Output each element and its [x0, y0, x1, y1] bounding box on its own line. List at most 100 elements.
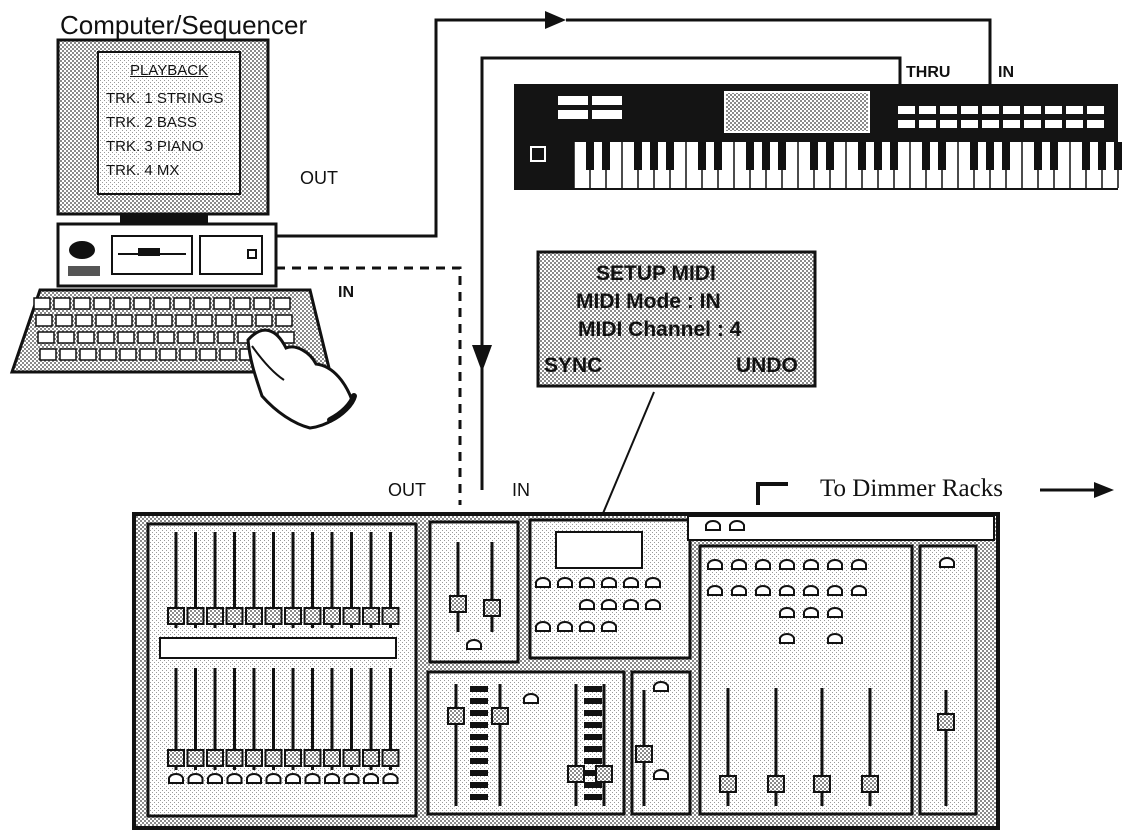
computer-key	[200, 349, 216, 360]
computer-key	[74, 298, 90, 309]
keyboard-preset-button	[1024, 120, 1041, 128]
console-button-icon	[580, 578, 594, 587]
channel-fader-bottom	[324, 750, 340, 766]
vent-icon	[68, 266, 100, 276]
channel-fader-bottom	[266, 750, 282, 766]
black-key	[650, 142, 658, 170]
submaster-fader	[862, 776, 878, 792]
computer-key	[36, 315, 52, 326]
black-key	[874, 142, 882, 170]
flash-button-icon	[325, 774, 339, 783]
computer-key	[80, 349, 96, 360]
black-key	[1050, 142, 1058, 170]
channel-fader-bottom	[383, 750, 399, 766]
master-fader-a	[450, 596, 466, 612]
midi-keyboard-illustration	[514, 84, 1122, 190]
grand-master-fader	[636, 746, 652, 762]
console-button-icon	[646, 600, 660, 609]
computer-key	[60, 349, 76, 360]
console-button-icon	[580, 600, 594, 609]
channel-fader-top	[344, 608, 360, 624]
black-key	[714, 142, 722, 170]
console-button-icon	[804, 586, 818, 595]
black-key	[1114, 142, 1122, 170]
computer-key	[220, 349, 236, 360]
flash-button-icon	[286, 774, 300, 783]
computer-key	[154, 298, 170, 309]
black-key	[922, 142, 930, 170]
display-pointer-line	[596, 392, 654, 530]
console-out-label: OUT	[388, 480, 426, 501]
console-button-icon	[558, 622, 572, 631]
flash-button-icon	[189, 774, 203, 783]
computer-key	[76, 315, 92, 326]
channel-fader-bottom	[207, 750, 223, 766]
fader-panel-left	[148, 524, 416, 816]
console-button-icon	[732, 560, 746, 569]
console-button-icon	[524, 694, 538, 703]
black-key	[858, 142, 866, 170]
keyboard-preset-button	[1087, 106, 1104, 114]
console-button-icon	[536, 622, 550, 631]
computer-in-label: IN	[338, 284, 354, 302]
computer-key	[158, 332, 174, 343]
console-button-icon	[756, 586, 770, 595]
black-key	[666, 142, 674, 170]
sync-softkey[interactable]: SYNC	[544, 354, 602, 378]
crossfade-fader-x	[448, 708, 464, 724]
master-fader-b	[484, 600, 500, 616]
computer-key	[94, 298, 110, 309]
keyboard-preset-button	[898, 106, 915, 114]
computer-key	[196, 315, 212, 326]
computer-key	[114, 298, 130, 309]
track-2: TRK. 2 BASS	[106, 114, 244, 131]
keyboard-preset-button	[1087, 120, 1104, 128]
midi-display-title: SETUP MIDI	[596, 262, 716, 286]
console-button-icon	[536, 578, 550, 587]
black-key	[810, 142, 818, 170]
channel-fader-bottom	[227, 750, 243, 766]
submaster-fader	[720, 776, 736, 792]
channel-fader-bottom	[344, 750, 360, 766]
dimmer-bracket	[758, 484, 788, 505]
flash-button-icon	[345, 774, 359, 783]
channel-fader-top	[305, 608, 321, 624]
channel-fader-top	[207, 608, 223, 624]
midi-channel-line: MIDI Channel : 4	[578, 318, 741, 342]
black-key	[634, 142, 642, 170]
computer-key	[176, 315, 192, 326]
computer-key	[174, 298, 190, 309]
computer-key	[38, 332, 54, 343]
computer-key	[236, 315, 252, 326]
single-fader-panel	[920, 546, 976, 814]
keyboard-thru-label: THRU	[906, 64, 950, 82]
submaster-fader	[814, 776, 830, 792]
flash-button-icon	[364, 774, 378, 783]
computer-key	[34, 298, 50, 309]
console-button-icon	[828, 560, 842, 569]
black-key	[970, 142, 978, 170]
black-key	[986, 142, 994, 170]
console-button-icon	[852, 586, 866, 595]
console-button-icon	[780, 586, 794, 595]
console-button-icon	[756, 560, 770, 569]
undo-softkey[interactable]: UNDO	[736, 354, 798, 378]
console-button-icon	[708, 586, 722, 595]
console-button-icon	[852, 560, 866, 569]
channel-fader-top	[285, 608, 301, 624]
keyboard-preset-button	[1066, 120, 1083, 128]
keyboard-in-label: IN	[998, 64, 1014, 82]
console-button-icon	[624, 600, 638, 609]
computer-key	[160, 349, 176, 360]
channel-fader-top	[246, 608, 262, 624]
computer-key	[120, 349, 136, 360]
computer-key	[118, 332, 134, 343]
keyboard-preset-button	[982, 120, 999, 128]
computer-key	[138, 332, 154, 343]
console-button-icon	[780, 560, 794, 569]
computer-key	[56, 315, 72, 326]
computer-key	[274, 298, 290, 309]
grand-master-panel	[632, 672, 690, 814]
console-button-icon	[580, 622, 594, 631]
